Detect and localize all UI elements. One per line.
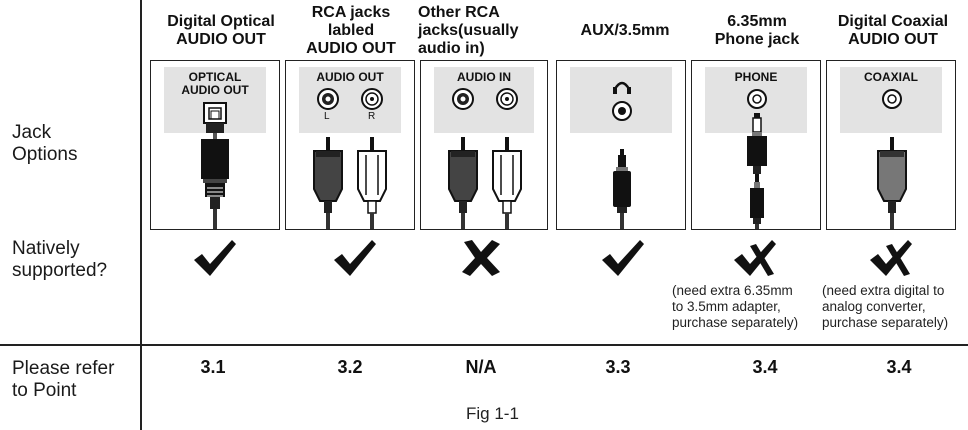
horizontal-divider: [0, 344, 968, 346]
note-phone-adapter: (need extra 6.35mm to 3.5mm adapter, pur…: [672, 283, 799, 330]
jack-sub-label-left: L: [324, 111, 330, 122]
optical-port-icon: [201, 102, 229, 229]
jack-panel-rca-out: AUDIO OUT L R: [285, 60, 415, 230]
jack-panel-label: OPTICAL AUDIO OUT: [181, 70, 249, 97]
column-heading-rca-in: Other RCA jacks(usually audio in): [418, 4, 519, 57]
check-cross-icon: [870, 240, 912, 276]
column-heading-coaxial: Digital Coaxial AUDIO OUT: [837, 13, 949, 48]
ref-point-rca-in: N/A: [465, 357, 497, 377]
check-icon: [334, 240, 376, 276]
row-label-please-refer: Please refer to Point: [12, 358, 115, 401]
coaxial-jack-icon: [877, 89, 907, 229]
jack-panel-label: AUDIO IN: [457, 70, 511, 84]
column-heading-optical: Digital Optical AUDIO OUT: [167, 13, 275, 48]
phone-jack-icon: [747, 89, 767, 229]
row-label-jack-options: Jack Options: [12, 122, 78, 165]
jack-label-plate: [570, 67, 672, 133]
column-heading-aux: AUX/3.5mm: [580, 22, 670, 39]
jack-panel-aux: [556, 60, 686, 230]
note-coaxial-converter: (need extra digital to analog converter,…: [822, 283, 949, 330]
jack-panel-label: PHONE: [734, 70, 778, 84]
column-heading-rca-out: RCA jacks labled AUDIO OUT: [306, 4, 396, 57]
ref-point-phone: 3.4: [752, 357, 778, 377]
cross-icon: [462, 240, 500, 276]
ref-point-coaxial: 3.4: [886, 357, 912, 377]
jack-panel-coaxial: COAXIAL: [826, 60, 956, 230]
rca-jack-icon: [448, 88, 522, 229]
jack-panel-rca-in: AUDIO IN: [420, 60, 548, 230]
ref-point-aux: 3.3: [605, 357, 631, 377]
vertical-divider: [140, 0, 142, 430]
check-cross-icon: [734, 240, 776, 276]
jack-label-plate: AUDIO OUT: [299, 67, 401, 133]
column-heading-phone: 6.35mm Phone jack: [714, 13, 800, 48]
figure-caption: Fig 1-1: [466, 404, 519, 423]
jack-panel-optical: OPTICAL AUDIO OUT: [150, 60, 280, 230]
rca-jack-icon: [313, 88, 387, 229]
check-icon: [602, 240, 644, 276]
jack-panel-label: AUDIO OUT: [316, 70, 384, 84]
jack-panel-phone: PHONE: [691, 60, 821, 230]
headphone-icon: [612, 81, 632, 229]
ref-point-rca-out: 3.2: [337, 357, 363, 377]
jack-panel-label: COAXIAL: [864, 70, 918, 84]
check-icon: [194, 240, 236, 276]
ref-point-optical: 3.1: [200, 357, 226, 377]
row-label-natively-supported: Natively supported?: [12, 238, 108, 281]
jack-sub-label-right: R: [368, 111, 376, 122]
